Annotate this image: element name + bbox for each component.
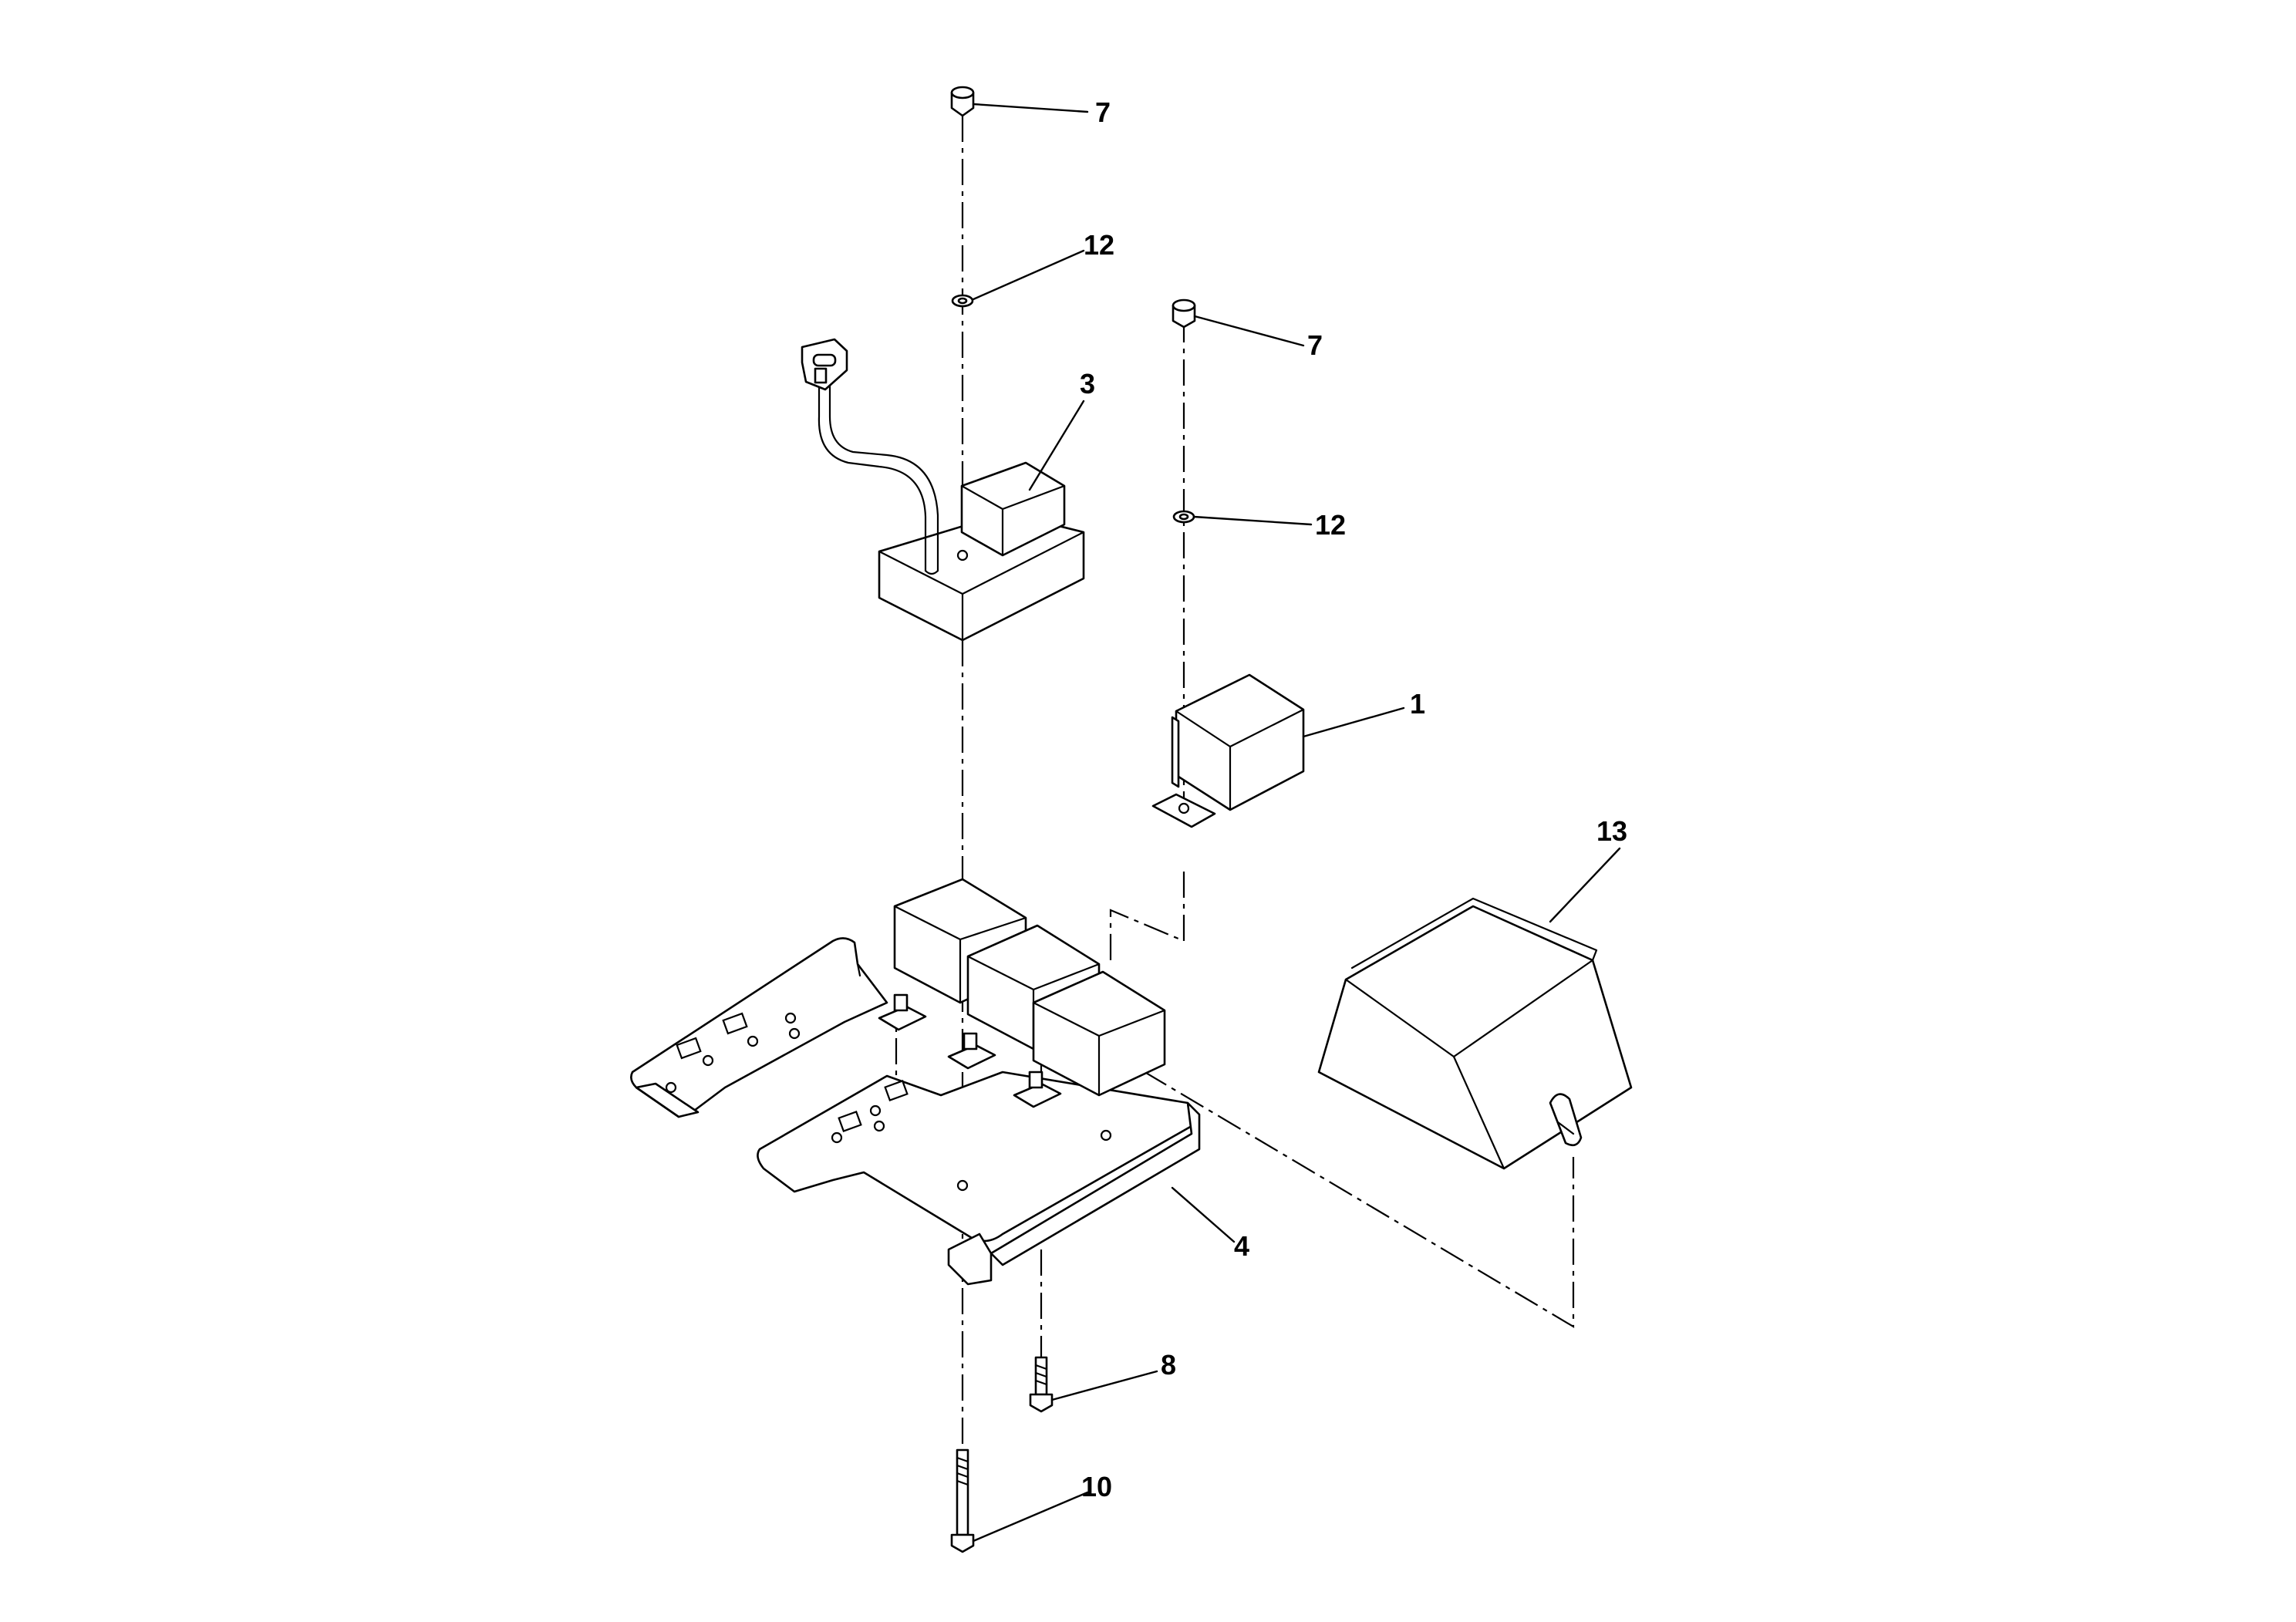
callout-nut-top: 7 [1095,96,1111,128]
callout-cover: 13 [1596,815,1627,847]
washer-top [951,294,974,308]
leader-lines [972,103,1621,1543]
washer-right [1172,510,1195,524]
nut-right [1172,298,1196,329]
relay-bank [878,878,1166,1108]
callout-module: 3 [1080,368,1095,400]
callout-nut-right: 7 [1307,329,1323,361]
cover [1317,897,1633,1170]
callout-washer-top: 12 [1084,229,1114,261]
nut-top [950,86,975,117]
callout-relay: 1 [1410,688,1425,720]
bolt-long [950,1448,975,1553]
assembly-centerlines [895,116,1575,1535]
callout-bolt-short: 8 [1161,1349,1176,1381]
control-module [801,338,1085,642]
callout-bracket: 4 [1234,1230,1249,1262]
callout-bolt-long: 10 [1081,1471,1112,1502]
mounting-bracket [630,937,1201,1286]
callout-washer-right: 12 [1315,509,1346,541]
relay [1151,673,1305,828]
callouts: 7 12 7 3 12 1 13 4 8 10 [1080,96,1627,1502]
bolt-short [1029,1356,1054,1413]
